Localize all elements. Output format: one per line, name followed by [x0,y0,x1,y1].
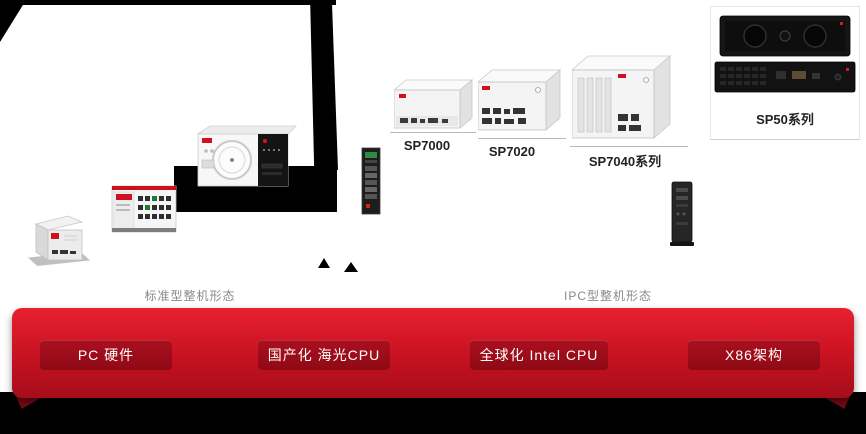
backdrop-corner-triangle [0,0,26,42]
mini-pc-product-image [32,212,86,264]
pill-pc-hardware: PC 硬件 [40,340,172,370]
backdrop-vertical-strip [310,0,338,170]
sp7040-shelf-line [570,146,688,147]
sp7000-product-image [394,78,474,132]
slim-pc-product-image [664,180,700,250]
dial-controller-product-image [192,118,298,192]
backdrop-top-strip [0,0,336,5]
backdrop-small-triangle-2 [344,262,358,272]
pill-global-intel-cpu: 全球化 Intel CPU [470,340,608,370]
sp7000-label: SP7000 [403,138,451,153]
sp7020-shelf-line [478,138,566,139]
sp7020-label: SP7020 [488,144,536,159]
sp7040-product-image [572,54,672,142]
sp50-rack-server-2-image [714,61,856,95]
backdrop-small-triangle-1 [318,258,330,268]
sp50-rack-server-1-image [719,15,851,57]
sp50-card: SP50系列 [710,6,860,140]
caption-standard-form: 标准型整机形态 [144,289,236,303]
io-board-product-image [356,146,386,218]
sp7020-product-image [478,68,562,134]
sp7040-label: SP7040系列 [588,154,662,169]
feature-banner: PC 硬件 国产化 海光CPU 全球化 Intel CPU X86架构 [12,308,854,398]
sp7000-shelf-line [390,132,476,133]
sp50-label: SP50系列 [756,112,814,127]
pill-domestic-cpu: 国产化 海光CPU [258,340,390,370]
backdrop-bottom-band [0,392,866,434]
pill-x86-arch: X86架构 [688,340,820,370]
caption-ipc-form: IPC型整机形态 [563,289,652,303]
plc-controller-product-image [110,180,182,238]
